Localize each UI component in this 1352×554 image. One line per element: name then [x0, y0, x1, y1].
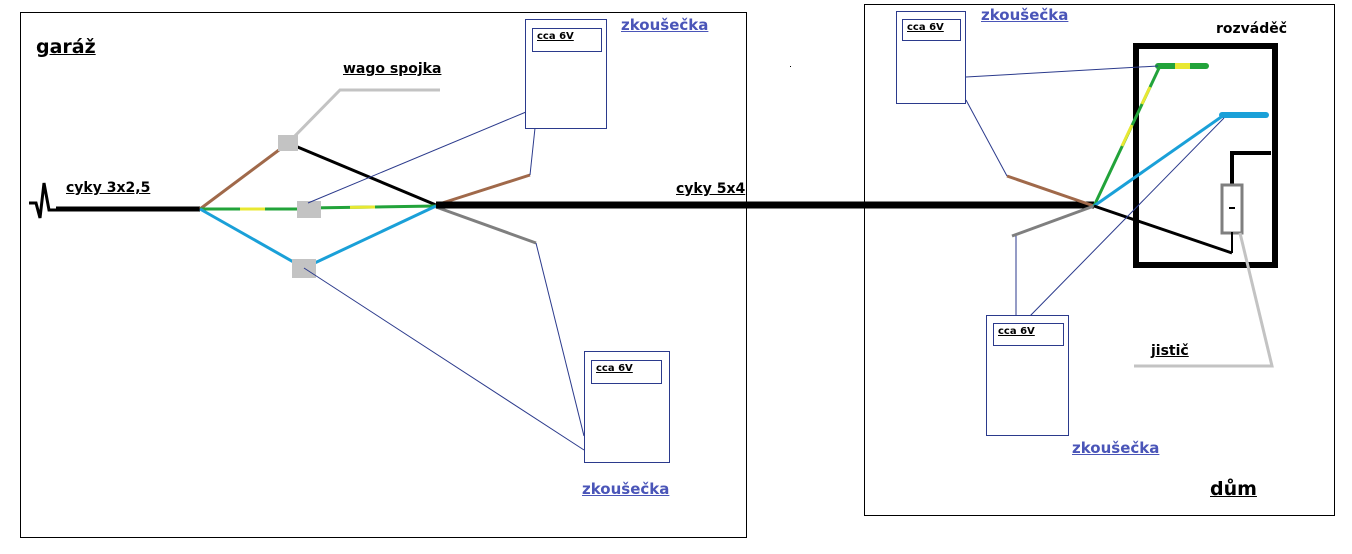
garage-area-frame — [20, 12, 747, 538]
cable-end-symbol — [29, 182, 58, 219]
distribution-board-label: rozváděč — [1216, 21, 1288, 37]
wire-gray-junction-stub — [435, 205, 537, 245]
wire-green-house-stripe-2 — [1140, 86, 1152, 105]
tester-label-garage-top: zkoušečka — [621, 16, 709, 34]
probe-wire-garage-bottom-a — [303, 267, 585, 451]
stray-dot — [790, 66, 791, 67]
breaker-pointer — [1134, 232, 1274, 368]
wago-connector-top — [278, 135, 298, 151]
probe-wire-garage-top-a — [307, 111, 527, 204]
probe-wire-house-top-b — [965, 99, 1008, 177]
probe-wire-garage-top-b — [529, 127, 536, 176]
wago-connector-middle — [297, 201, 321, 218]
wire-green-house-stripe — [1120, 124, 1134, 147]
tester-label-house-top: zkoušečka — [981, 6, 1069, 24]
wire-black-house — [1093, 204, 1233, 255]
tester-reading: cca 6V — [998, 326, 1035, 337]
wago-label: wago spojka — [343, 61, 442, 77]
tester-label-house-bottom: zkoušečka — [1072, 439, 1160, 457]
house-label: dům — [1210, 478, 1257, 500]
wire-brown-house — [1006, 174, 1095, 208]
tester-reading: cca 6V — [596, 363, 633, 374]
tester-reading: cca 6V — [537, 31, 574, 42]
breaker-bracket — [1230, 151, 1271, 186]
house-area-frame — [864, 4, 1335, 516]
tester-display: cca 6V — [902, 19, 961, 41]
cable-label-cyky-5x4: cyky 5x4 — [676, 181, 746, 197]
breaker-label: jistič — [1151, 343, 1189, 359]
tester-label-garage-bottom: zkoušečka — [582, 480, 670, 498]
tester-house-bottom: cca 6V — [986, 315, 1069, 436]
wire-black-wago-to-junction — [287, 141, 437, 207]
tester-reading: cca 6V — [907, 22, 944, 33]
tester-display: cca 6V — [591, 360, 662, 384]
wire-blue-wago-to-junction — [303, 204, 437, 270]
tester-display: cca 6V — [993, 323, 1064, 346]
tester-house-top: cca 6V — [896, 11, 966, 104]
probe-wire-house-bottom-b — [1029, 117, 1225, 317]
tester-garage-top: cca 6V — [525, 19, 607, 129]
wago-pointer — [286, 88, 440, 145]
probe-wire-house-top-a — [965, 65, 1159, 78]
wire-brown-garage-in — [199, 142, 288, 211]
garage-label: garáž — [36, 36, 96, 58]
distribution-board-frame — [1133, 43, 1278, 268]
cable-label-cyky-3x25: cyky 3x2,5 — [66, 180, 151, 196]
wire-gray-house — [1011, 204, 1095, 238]
wire-blue-garage-in — [199, 207, 305, 270]
wire-blue-house — [1093, 113, 1225, 208]
wire-brown-junction-stub — [435, 173, 531, 207]
probe-wire-garage-bottom-b — [535, 242, 585, 437]
tester-garage-bottom: cca 6V — [584, 351, 670, 463]
tester-display: cca 6V — [532, 28, 602, 52]
